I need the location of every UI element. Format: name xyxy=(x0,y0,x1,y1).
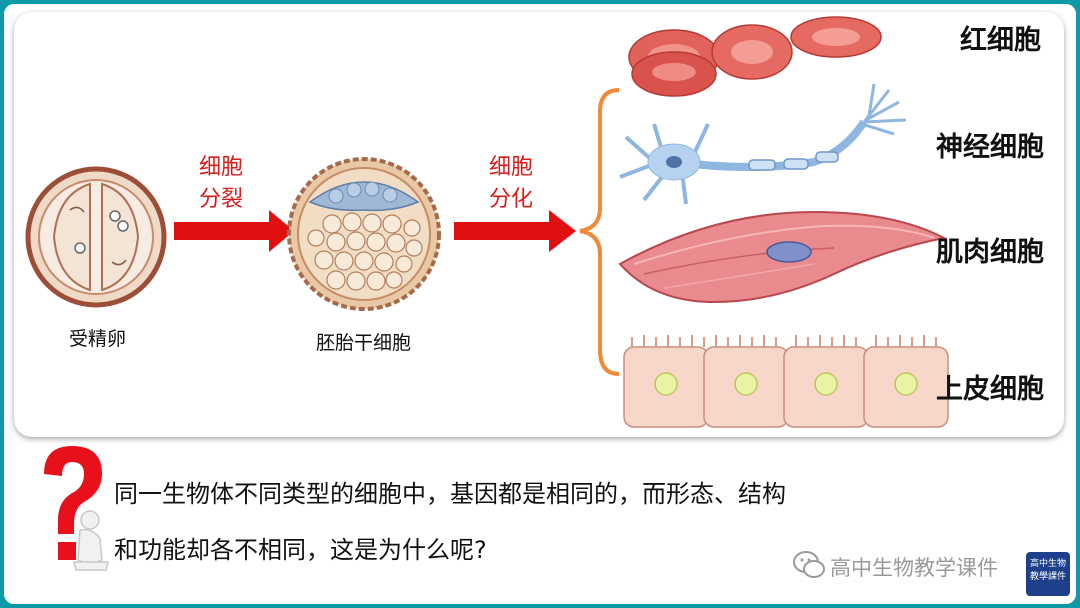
course-logo-line2: 教學課件 xyxy=(1029,572,1066,582)
muscle-cell-image xyxy=(618,210,947,304)
course-logo-line1: 高中生物 xyxy=(1029,559,1066,569)
stem-cell-cluster-image xyxy=(287,157,441,311)
course-logo: 高中生物 教學課件 xyxy=(1026,552,1070,596)
embryonic-stem-cell-label: 胚胎干细胞 xyxy=(316,332,412,354)
red-blood-cell-label: 红细胞 xyxy=(960,25,1041,56)
differentiation-label: 细胞 分化 xyxy=(476,152,546,216)
question-mark-icon xyxy=(44,446,109,571)
epithelial-cells-image xyxy=(623,335,949,428)
diagram-graphics xyxy=(25,16,949,428)
muscle-cell-label: 肌肉细胞 xyxy=(936,237,1044,268)
fertilized-egg-image xyxy=(25,166,167,308)
division-label-line1: 细胞 xyxy=(198,155,243,180)
brace-shape xyxy=(579,88,620,376)
diagram-panel: 受精卵 胚胎干细胞 细胞 分裂 细胞 分化 红细胞 神经细胞 肌肉细胞 上皮细胞 xyxy=(14,12,1064,437)
nerve-cell-label: 神经细胞 xyxy=(936,132,1044,163)
watermark-text: 高中生物教学课件 xyxy=(830,556,998,580)
wechat-icon xyxy=(793,551,825,578)
fertilized-egg-label: 受精卵 xyxy=(69,328,127,350)
question-line-1: 同一生物体不同类型的细胞中，基因都是相同的，而形态、结构 xyxy=(114,480,786,508)
neuron-image xyxy=(619,83,907,205)
differentiation-label-line1: 细胞 xyxy=(488,155,533,180)
slide: 受精卵 胚胎干细胞 细胞 分裂 细胞 分化 红细胞 神经细胞 肌肉细胞 上皮细胞… xyxy=(4,4,1076,604)
epithelial-cell-label: 上皮细胞 xyxy=(936,374,1044,405)
division-label: 细胞 分裂 xyxy=(186,152,256,216)
division-label-line2: 分裂 xyxy=(198,187,243,212)
question-line-2: 和功能却各不相同，这是为什么呢? xyxy=(114,536,487,564)
differentiation-label-line2: 分化 xyxy=(488,187,533,212)
division-arrow xyxy=(174,210,294,252)
red-blood-cells-image xyxy=(628,16,882,97)
differentiation-arrow xyxy=(454,210,576,252)
